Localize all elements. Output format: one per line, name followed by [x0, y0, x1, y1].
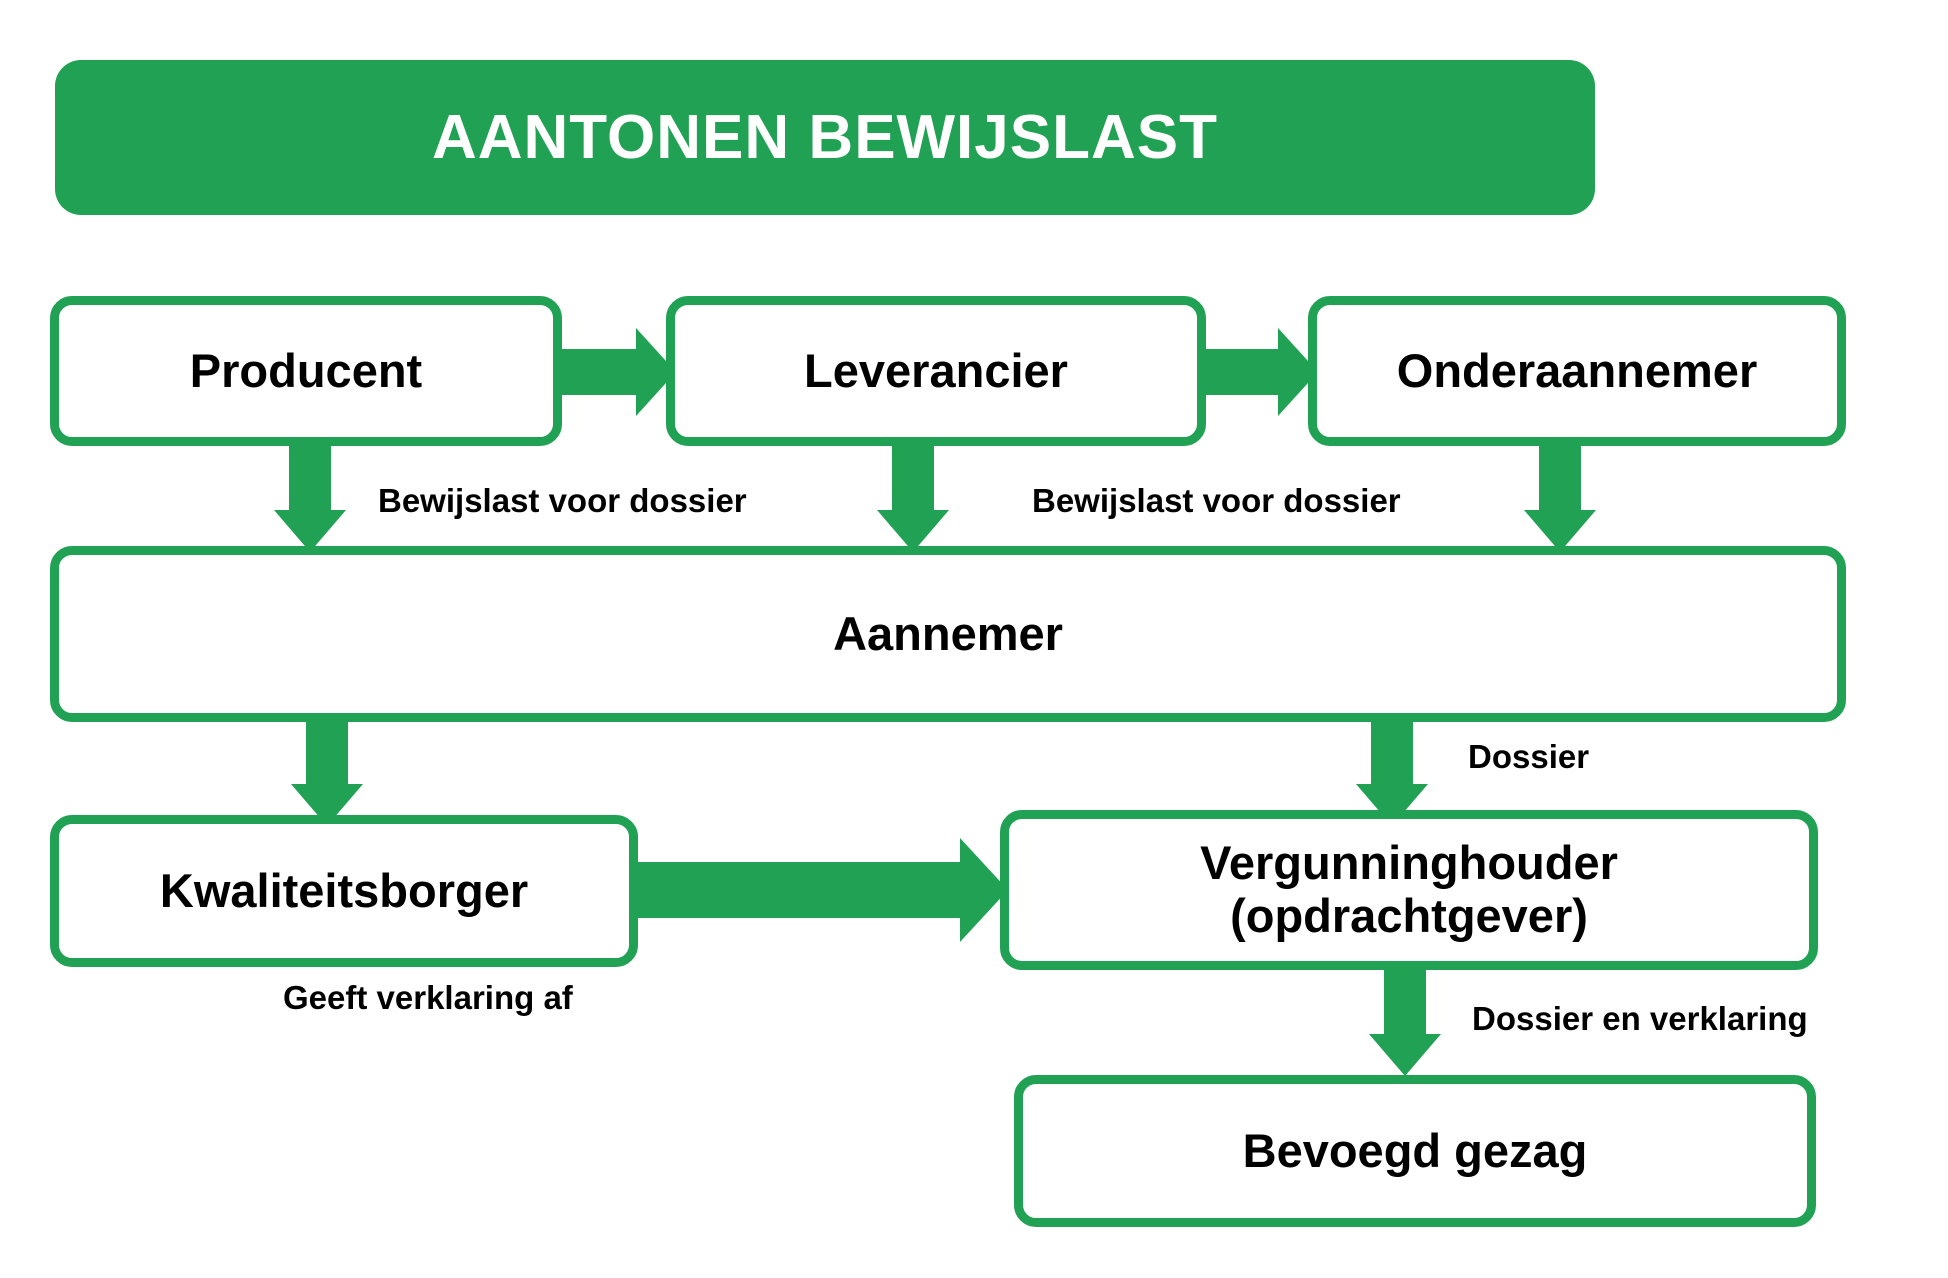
- arrow-shaft: [1200, 349, 1282, 395]
- node-leverancier-label: Leverancier: [804, 343, 1068, 397]
- edge-label-aannemer-to-vergunninghouder: Dossier: [1468, 738, 1590, 775]
- arrow-kwaliteitsborger-to-vergunninghouder: [630, 838, 1008, 942]
- arrow-leverancier-to-aannemer: [858, 440, 968, 552]
- node-producent[interactable]: Producent: [50, 296, 562, 446]
- page-title: AANTONEN BEWIJSLAST: [431, 103, 1218, 172]
- arrow-vergunninghouder-to-bevoegdgezag: [1350, 964, 1460, 1076]
- arrow-shaft: [1539, 440, 1581, 514]
- arrow-head-down-icon: [877, 510, 949, 552]
- node-vergunninghouder-label-line1: Vergunninghouder: [1200, 836, 1618, 890]
- arrow-shaft: [630, 862, 966, 918]
- diagram-title-banner: AANTONEN BEWIJSLAST: [55, 60, 1595, 215]
- arrow-head-down-icon: [274, 510, 346, 552]
- arrow-shaft: [1371, 716, 1413, 788]
- arrow-shaft: [556, 349, 640, 395]
- arrow-head-down-icon: [1524, 510, 1596, 552]
- node-producent-label: Producent: [189, 343, 423, 397]
- edge-label-vergunninghouder-to-bevoegdgezag: Dossier en verklaring: [1472, 1000, 1808, 1037]
- arrow-leverancier-to-onderaannemer: [1200, 326, 1318, 418]
- node-bevoegd-gezag-label: Bevoegd gezag: [1242, 1123, 1588, 1177]
- node-vergunninghouder[interactable]: Vergunninghouder (opdrachtgever): [1000, 810, 1818, 970]
- node-kwaliteitsborger[interactable]: Kwaliteitsborger: [50, 815, 638, 967]
- edge-label-leverancier-to-aannemer: Bewijslast voor dossier: [1032, 482, 1401, 519]
- node-bevoegd-gezag[interactable]: Bevoegd gezag: [1014, 1075, 1816, 1227]
- arrow-producent-to-aannemer: [255, 440, 365, 552]
- node-vergunninghouder-label: Vergunninghouder (opdrachtgever): [1190, 837, 1628, 942]
- arrow-producent-to-leverancier: [556, 326, 676, 418]
- node-kwaliteitsborger-label: Kwaliteitsborger: [159, 863, 529, 917]
- node-vergunninghouder-label-line2: (opdrachtgever): [1230, 889, 1588, 942]
- node-onderaannemer-label: Onderaannemer: [1396, 343, 1758, 397]
- arrow-shaft: [892, 440, 934, 514]
- node-onderaannemer[interactable]: Onderaannemer: [1308, 296, 1846, 446]
- arrow-onderaannemer-to-aannemer: [1505, 440, 1615, 552]
- arrow-shaft: [289, 440, 331, 514]
- arrow-shaft: [1384, 964, 1426, 1038]
- node-aannemer-label: Aannemer: [833, 606, 1063, 660]
- arrow-shaft: [306, 716, 348, 788]
- edge-label-producent-to-aannemer: Bewijslast voor dossier: [378, 482, 747, 519]
- node-aannemer[interactable]: Aannemer: [50, 546, 1846, 722]
- node-leverancier[interactable]: Leverancier: [666, 296, 1206, 446]
- arrow-aannemer-to-kwaliteitsborger: [272, 716, 382, 826]
- arrow-head-down-icon: [1369, 1034, 1441, 1076]
- edge-label-kwaliteitsborger-to-vergunninghouder: Geeft verklaring af: [283, 979, 573, 1016]
